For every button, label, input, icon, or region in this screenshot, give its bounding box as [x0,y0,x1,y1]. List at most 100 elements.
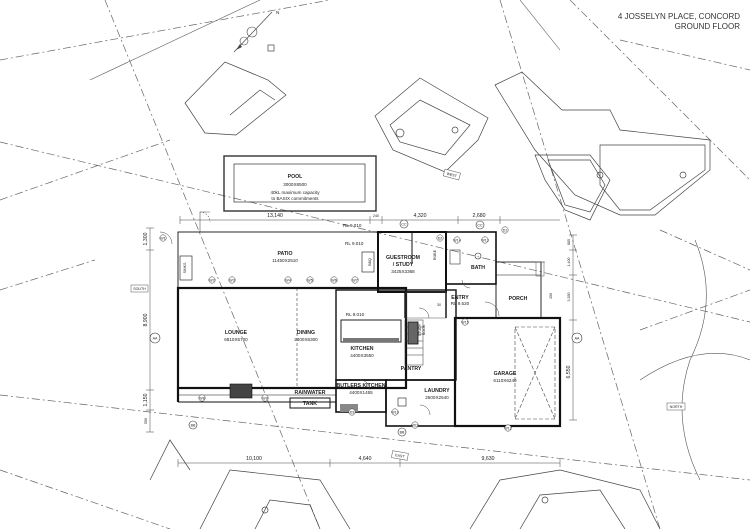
kitchen-bench [343,338,399,342]
guestroom-size: 3425X3368 [391,269,415,274]
pool-name: POOL [288,174,304,180]
pantry-label: PANTRY [401,366,422,372]
pool-fence [199,211,211,232]
door-tag: D3 [350,411,355,415]
dim-240: 240 [373,214,379,218]
grid-marker-cc-right: CC [477,224,483,228]
window-tag: W5 [307,279,312,283]
grid-marker-aa-right: AA [575,337,580,341]
dim-2680: 2,680 [473,213,486,219]
misc-dim-150: 150 [549,293,553,299]
entry-name: ENTRY [451,295,469,301]
dimension-lines [146,216,577,467]
window-tag: W14 [453,239,460,243]
dim-3350: 3,350 [567,293,571,302]
guestroom-name-1: GUESTROOM [386,255,420,261]
title-line-1: 4 JOSSELYN PLACE, CONCORD [618,12,740,21]
bath-label: BATH [471,265,485,271]
dim-8900: 8,900 [143,313,149,326]
laundry-tub [340,404,358,412]
lounge-name: LOUNGE [225,330,248,336]
grid-markers [149,219,583,437]
entry-path [405,261,545,319]
dining-size: 2400X6300 [294,337,318,342]
bbq-bench [361,251,375,273]
guestroom-name-2: / STUDY [393,262,414,268]
entry-rl: RL 9.520 [451,301,470,306]
sinks-label: SINKS [183,262,187,273]
window-tag: W10 [391,411,398,415]
patio-name: PATIO [277,251,292,257]
laundry-name: LAUNDRY [424,388,450,394]
pool-note-2: to BASIX commitments [271,196,319,201]
window-tag: W8 [199,397,204,401]
misc-dim-30: 30 [437,303,441,307]
porch-label: PORCH [509,296,528,302]
window-tag: W2 [209,279,214,283]
dim-9630: 9,630 [482,456,495,462]
window-tag: W13 [481,239,488,243]
washer [397,397,407,407]
dim-10100: 10,100 [246,456,262,462]
window-tag: W1 [160,237,165,241]
garage-name: GARAGE [494,371,517,377]
rainwater-tank-hatch [229,383,253,399]
north-label: N [276,10,279,15]
window-tag: W3 [229,279,234,283]
window-tag: W12 [504,427,511,431]
title-line-2: GROUND FLOOR [675,22,741,31]
rl-patio-top: RL 9.010 [343,223,362,228]
window-tag: W7 [352,279,357,283]
window-tag: W4 [285,279,290,283]
grid-marker-aa-left: AA [153,337,158,341]
neighbour-building-east [494,71,711,221]
dim-13140: 13,140 [267,213,283,219]
grid-marker-bb-left: BB [191,424,196,428]
window-tags [159,226,512,432]
neighbour-building-north [184,44,287,136]
robe-label: ROBE [433,249,437,260]
bath-basin [474,252,482,260]
patio-size: 11450X2510 [272,258,298,263]
study-nook-name-2: NOOK [422,324,426,335]
garage-car-space [514,326,556,420]
pool-note-1: 40kL maximum capacity [270,190,320,195]
butlers-size: 4400X1455 [349,390,373,395]
window-tag: W6 [331,279,336,283]
compass-west: WEST [446,172,458,179]
neighbour-building-northeast [374,77,489,173]
rainwater-name-1: RAINWATER [294,390,325,396]
grid-marker-cc-left: CC [401,223,407,227]
neighbour-building-south [149,439,661,529]
dim-4320: 4,320 [414,213,427,219]
grid-marker-bb-right: BB [400,431,405,435]
garage-size: 6110X6240 [493,378,517,383]
pool: POOL 3000X8500 40kL maximum capacity to … [223,155,377,212]
pool-size: 3000X8500 [283,182,307,187]
dim-4640: 4,640 [359,456,372,462]
boundary-solid-lines [89,0,750,481]
window-tag: W11 [411,424,418,428]
dim-885: 885 [567,239,571,245]
compass-tags: WEST SOUTH EAST NORTH [130,168,686,461]
study-nook-name-1: STUDY [418,323,422,336]
rl-patio: RL 9.010 [345,241,364,246]
door-swings [159,231,500,416]
dining-name: DINING [297,330,315,336]
window-tag: W9 [262,397,267,401]
dim-1300: 1,300 [143,232,149,245]
kitchen-name: KITCHEN [350,346,373,352]
sinks-bench [179,255,193,281]
kitchen-rl: RL 9.010 [346,312,365,317]
rainwater-name-2: TANK [303,401,317,407]
dim-1150: 1,150 [143,393,149,406]
lounge-size: 6810X5700 [224,337,248,342]
rainwater-tank [289,397,331,409]
bath-shower [449,249,461,265]
door-tag: D2 [438,237,443,241]
dim-6550: 6,550 [566,365,572,378]
door-tag: D1 [503,229,508,233]
